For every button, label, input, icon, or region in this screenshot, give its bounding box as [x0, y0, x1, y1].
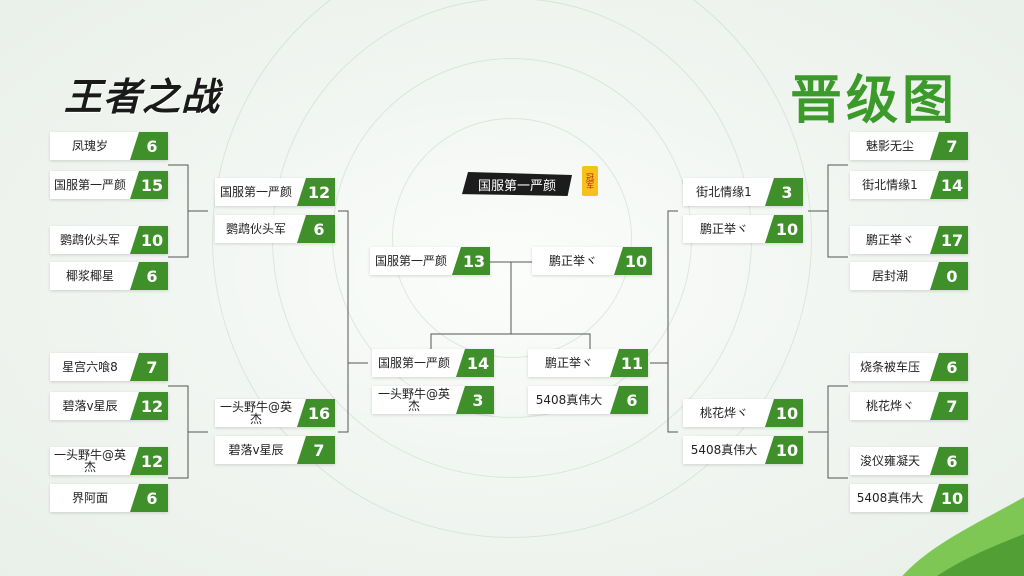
- player-score: 10: [765, 215, 803, 243]
- player-score: 15: [130, 171, 168, 199]
- player-name: 5408真伟大: [535, 393, 603, 407]
- player-name: 魅影无尘: [865, 139, 914, 153]
- player-score: 16: [297, 399, 335, 427]
- player-score: 14: [930, 171, 968, 199]
- player-name: 凤瑰岁: [71, 139, 108, 153]
- player-name: 碧落v星辰: [228, 443, 284, 457]
- player-name: 桃花烨ヾ: [865, 399, 914, 413]
- left-r1-match[interactable]: 一头野牛@英杰 12: [50, 447, 168, 475]
- player-name: 街北情缘1: [696, 185, 752, 199]
- right-semi-match[interactable]: 5408真伟大 6: [528, 386, 648, 414]
- player-name: 鹏正举ヾ: [865, 233, 914, 247]
- player-name: 国服第一严颜: [53, 178, 126, 192]
- player-score: 12: [297, 178, 335, 206]
- final-match[interactable]: 国服第一严颜 13: [370, 247, 490, 275]
- player-name: 桃花烨ヾ: [699, 406, 748, 420]
- right-r1-match[interactable]: 街北情缘1 14: [850, 171, 968, 199]
- right-r2-match[interactable]: 桃花烨ヾ 10: [683, 399, 803, 427]
- player-name: 鹦鹉伙头军: [59, 233, 120, 247]
- left-r2-match[interactable]: 碧落v星辰 7: [215, 436, 335, 464]
- player-score: 14: [456, 349, 494, 377]
- left-r1-match[interactable]: 国服第一严颜 15: [50, 171, 168, 199]
- left-r1-match[interactable]: 椰浆椰星 6: [50, 262, 168, 290]
- player-score: 10: [765, 399, 803, 427]
- player-name: 5408真伟大: [690, 443, 758, 457]
- player-name: 国服第一严颜: [374, 254, 447, 268]
- left-r1-match[interactable]: 界阿面 6: [50, 484, 168, 512]
- right-r1-match[interactable]: 鹏正举ヾ 17: [850, 226, 968, 254]
- right-semi-match[interactable]: 鹏正举ヾ 11: [528, 349, 648, 377]
- player-score: 6: [130, 262, 168, 290]
- right-r1-match[interactable]: 桃花烨ヾ 7: [850, 392, 968, 420]
- right-r2-match[interactable]: 5408真伟大 10: [683, 436, 803, 464]
- player-score: 0: [930, 262, 968, 290]
- player-name: 浚仪雍凝天: [859, 454, 920, 468]
- player-name: 界阿面: [71, 491, 108, 505]
- player-name: 一头野牛@英杰: [377, 387, 450, 413]
- player-score: 7: [930, 132, 968, 160]
- player-score: 10: [765, 436, 803, 464]
- player-name: 国服第一严颜: [377, 356, 450, 370]
- player-score: 10: [130, 226, 168, 254]
- player-name: 一头野牛@英杰: [219, 400, 292, 426]
- player-score: 6: [930, 447, 968, 475]
- player-name: 星宫六喰8: [62, 360, 118, 374]
- left-r2-match[interactable]: 国服第一严颜 12: [215, 178, 335, 206]
- player-name: 鹏正举ヾ: [699, 222, 748, 236]
- player-score: 6: [610, 386, 648, 414]
- right-r1-match[interactable]: 烧条被车压 6: [850, 353, 968, 381]
- left-r1-match[interactable]: 凤瑰岁 6: [50, 132, 168, 160]
- page-title: 晋级图: [789, 71, 958, 131]
- player-name: 5408真伟大: [856, 491, 924, 505]
- player-name: 街北情缘1: [862, 178, 918, 192]
- bg-ring: [392, 118, 632, 358]
- player-score: 13: [452, 247, 490, 275]
- left-semi-match[interactable]: 国服第一严颜 14: [372, 349, 494, 377]
- player-name: 鹏正举ヾ: [548, 254, 597, 268]
- right-r1-match[interactable]: 浚仪雍凝天 6: [850, 447, 968, 475]
- left-r1-match[interactable]: 星宫六喰8 7: [50, 353, 168, 381]
- bg-ring: [272, 0, 752, 478]
- player-name: 碧落v星辰: [62, 399, 118, 413]
- player-name: 国服第一严颜: [219, 185, 292, 199]
- player-score: 6: [930, 353, 968, 381]
- right-r1-match[interactable]: 5408真伟大 10: [850, 484, 968, 512]
- right-r2-match[interactable]: 街北情缘1 3: [683, 178, 803, 206]
- left-r1-match[interactable]: 鹦鹉伙头军 10: [50, 226, 168, 254]
- player-score: 3: [456, 386, 494, 414]
- player-score: 7: [930, 392, 968, 420]
- player-name: 居封潮: [871, 269, 908, 283]
- player-score: 6: [130, 484, 168, 512]
- player-name: 椰浆椰星: [65, 269, 114, 283]
- player-score: 11: [610, 349, 648, 377]
- green-brush-decoration: [902, 497, 1024, 576]
- left-r1-match[interactable]: 碧落v星辰 12: [50, 392, 168, 420]
- left-r2-match[interactable]: 鹦鹉伙头军 6: [215, 215, 335, 243]
- event-logo: 王者之战: [64, 75, 221, 119]
- player-score: 12: [130, 392, 168, 420]
- left-r2-match[interactable]: 一头野牛@英杰 16: [215, 399, 335, 427]
- champion-banner: 国服第一严颜: [462, 172, 572, 196]
- player-name: 烧条被车压: [859, 360, 920, 374]
- player-score: 7: [130, 353, 168, 381]
- player-name: 一头野牛@英杰: [53, 448, 126, 474]
- left-semi-match[interactable]: 一头野牛@英杰 3: [372, 386, 494, 414]
- player-score: 17: [930, 226, 968, 254]
- right-r1-match[interactable]: 居封潮 0: [850, 262, 968, 290]
- player-score: 6: [130, 132, 168, 160]
- player-score: 10: [614, 247, 652, 275]
- player-score: 3: [765, 178, 803, 206]
- player-score: 10: [930, 484, 968, 512]
- player-score: 6: [297, 215, 335, 243]
- player-name: 鹏正举ヾ: [544, 356, 593, 370]
- right-r2-match[interactable]: 鹏正举ヾ 10: [683, 215, 803, 243]
- champion-badge: 冠军: [582, 166, 598, 196]
- final-match[interactable]: 鹏正举ヾ 10: [532, 247, 652, 275]
- player-score: 12: [130, 447, 168, 475]
- right-r1-match[interactable]: 魅影无尘 7: [850, 132, 968, 160]
- player-score: 7: [297, 436, 335, 464]
- player-name: 鹦鹉伙头军: [225, 222, 286, 236]
